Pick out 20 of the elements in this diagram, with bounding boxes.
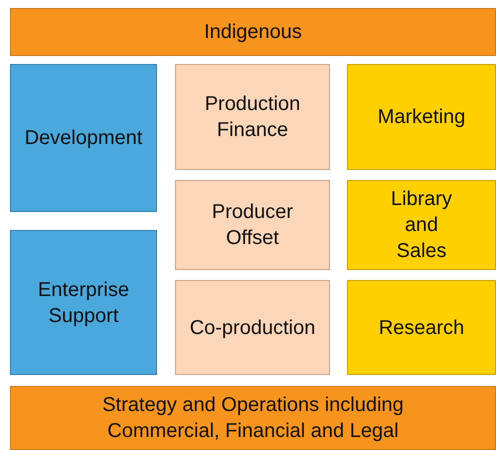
- category-box: [347, 280, 496, 375]
- box-label: Strategy and Operations including Commercial, Financial and Legal: [101, 393, 405, 444]
- box-label: Indigenous: [204, 20, 302, 45]
- box-label: Library and Sales: [390, 187, 454, 264]
- category-box: [175, 180, 330, 270]
- category-box: [175, 280, 330, 375]
- box-label: Marketing: [378, 105, 466, 130]
- box-label: Co-production: [190, 316, 316, 340]
- category-box: [10, 230, 157, 375]
- box-label: Production Finance: [204, 92, 302, 143]
- bottom-banner: [10, 386, 496, 450]
- top-banner: [10, 8, 496, 56]
- category-box: [347, 64, 496, 170]
- box-label: Development: [24, 126, 142, 151]
- box-label: Enterprise Support: [38, 278, 130, 328]
- category-box: [347, 180, 496, 270]
- category-box: [175, 64, 330, 170]
- box-label: Producer Offset: [212, 200, 294, 251]
- box-label: Research: [378, 316, 464, 340]
- category-box: [10, 64, 157, 212]
